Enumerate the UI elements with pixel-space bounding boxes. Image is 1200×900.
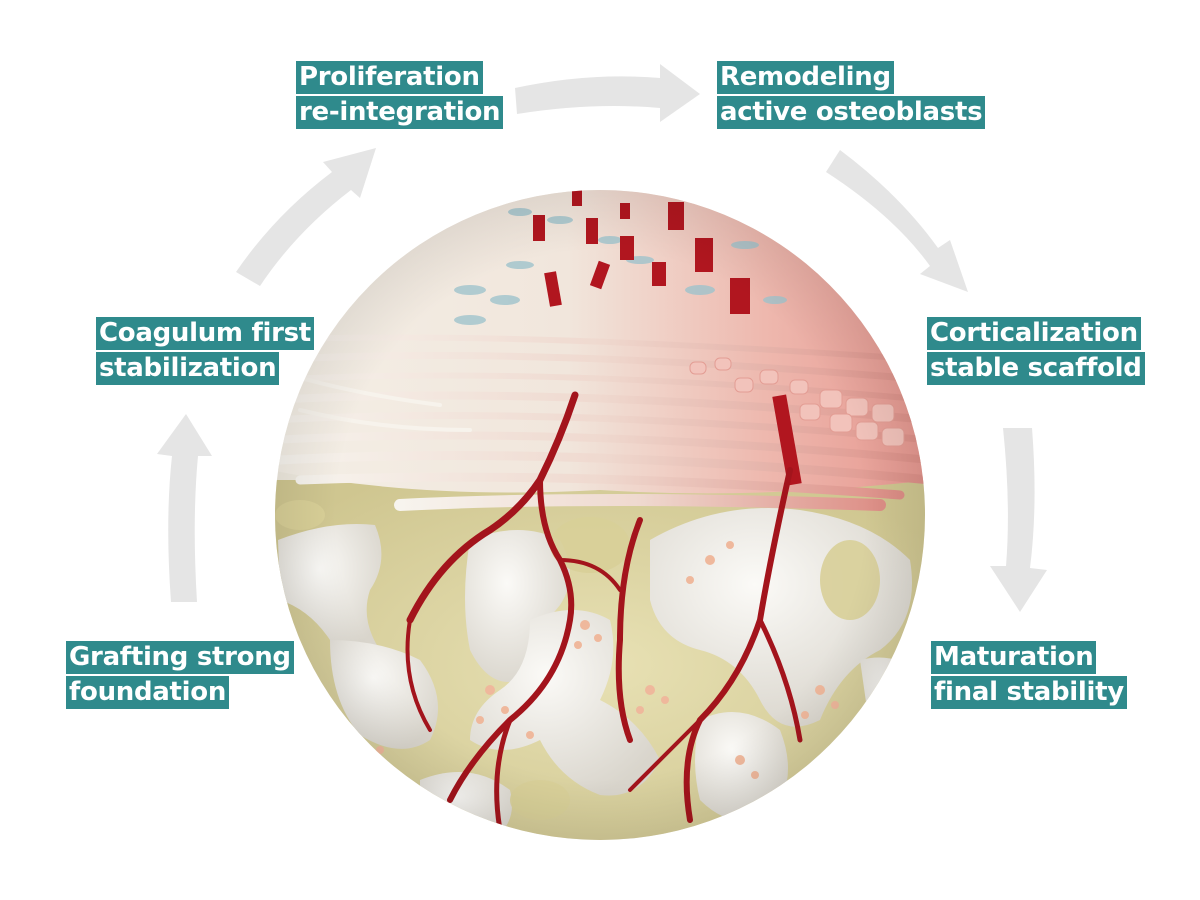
stage-label-grafting: Grafting strong foundation (66, 641, 294, 709)
stage-subtitle: stabilization (96, 352, 280, 385)
stage-label-corticalization: Corticalization stable scaffold (927, 317, 1145, 385)
curved-arrow-icon (236, 148, 376, 286)
stage-label-proliferation: Proliferation re-integration (296, 61, 504, 129)
stage-title: Corticalization (927, 317, 1141, 350)
curved-arrow-icon (826, 150, 968, 292)
stage-label-remodeling: Remodeling active osteoblasts (717, 61, 986, 129)
bone-regeneration-cross-section (275, 190, 925, 840)
stage-title: Grafting strong (66, 641, 294, 674)
stage-title: Coagulum first (96, 317, 314, 350)
curved-arrow-icon (990, 428, 1047, 612)
cycle-arrows (157, 64, 1047, 612)
stage-subtitle: stable scaffold (927, 352, 1145, 385)
stage-label-coagulum: Coagulum first stabilization (96, 317, 314, 385)
stage-label-maturation: Maturation final stability (931, 641, 1127, 709)
stage-title: Maturation (931, 641, 1097, 674)
stage-subtitle: re-integration (296, 96, 504, 129)
stage-subtitle: foundation (66, 676, 230, 709)
curved-arrow-icon (157, 414, 212, 602)
stage-subtitle: active osteoblasts (717, 96, 986, 129)
curved-arrow-icon (515, 64, 700, 122)
stage-title: Proliferation (296, 61, 483, 94)
stage-subtitle: final stability (931, 676, 1127, 709)
stage-title: Remodeling (717, 61, 894, 94)
